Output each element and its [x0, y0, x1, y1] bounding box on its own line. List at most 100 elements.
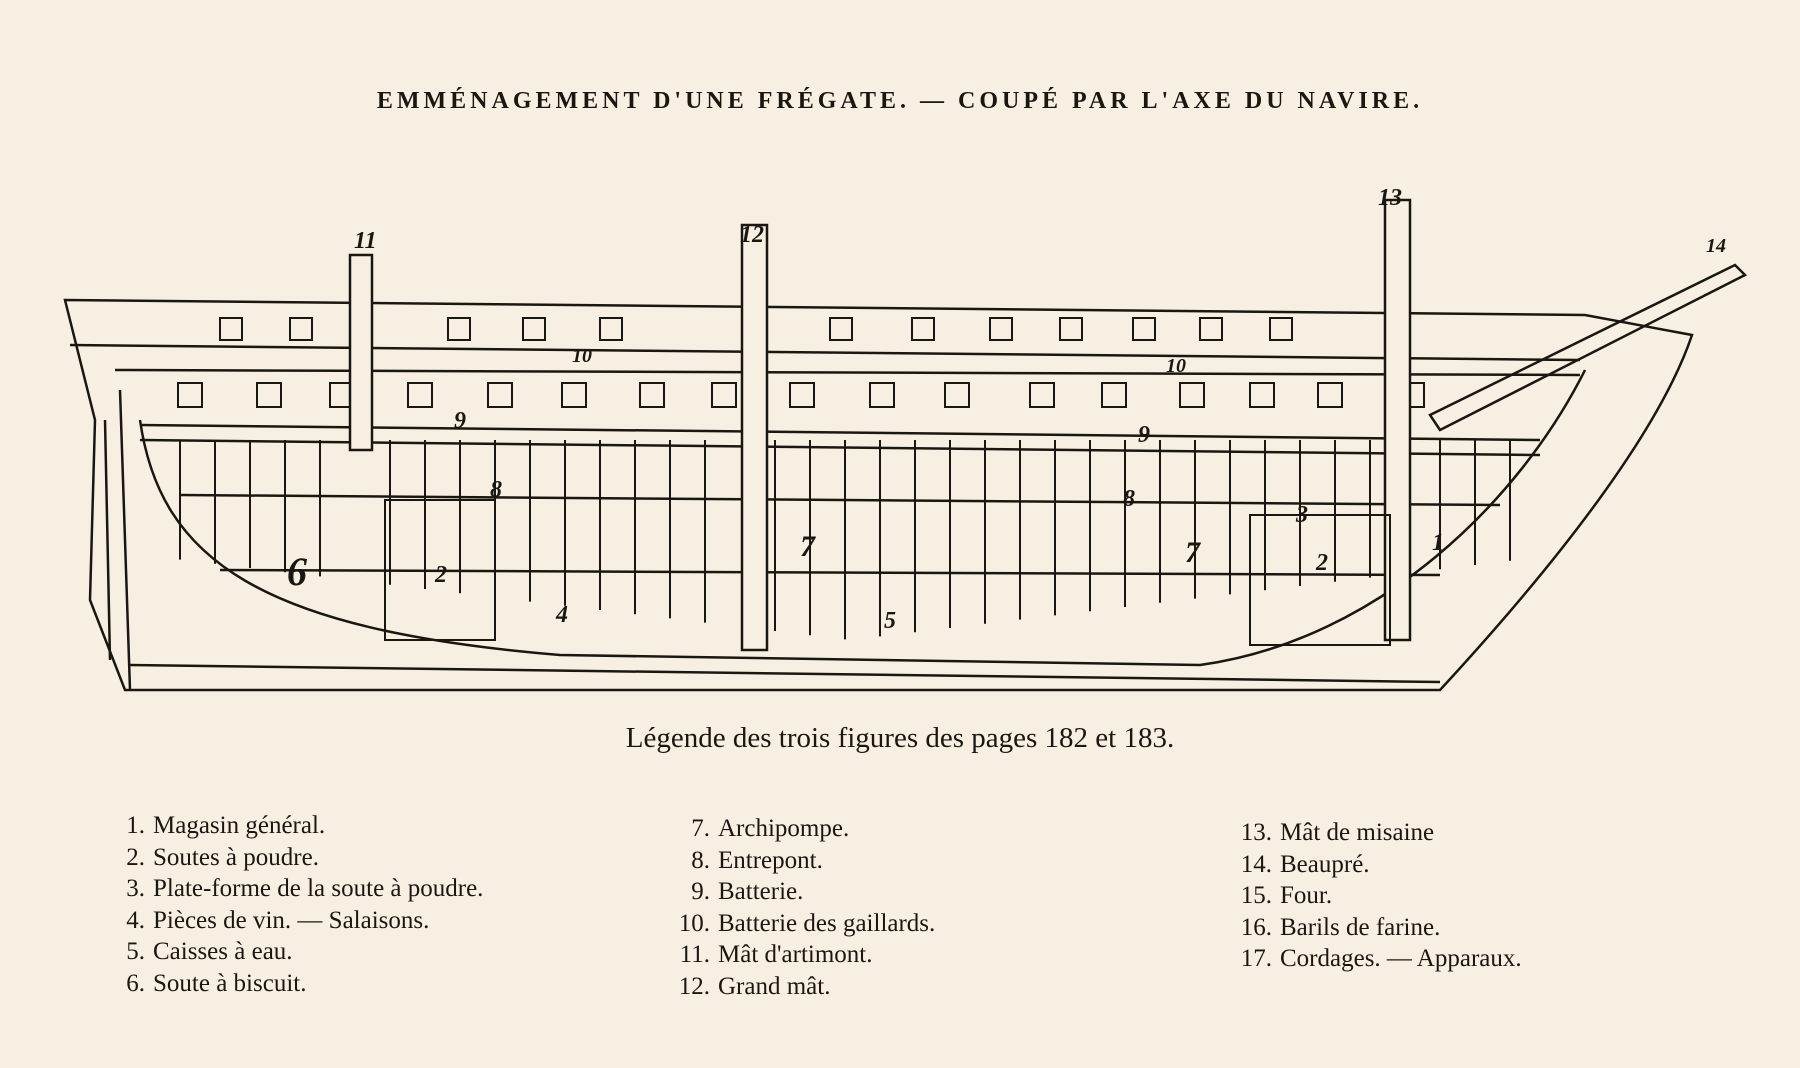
legend-column-1: 1. Magasin général. 2.Soutes à poudre.3. Pl… [105, 810, 483, 999]
legend-item: 14. Beaupré. [1222, 849, 1522, 881]
diagram-label-2b: 2 [1315, 550, 1328, 576]
diagram-label-9a: 9 [454, 408, 466, 434]
legend-item: 10.Batterie des gaillards. [660, 908, 936, 940]
legend-item-number: 6. [126, 969, 145, 997]
hold-line [219, 568, 1441, 577]
page-title: EMMÉNAGEMENT D'UNE FRÉGATE. — COUPÉ PAR … [376, 88, 1424, 114]
gun-port-battery [487, 382, 513, 408]
gun-port-upper [1269, 317, 1293, 341]
gun-port-battery [944, 382, 970, 408]
gun-port-upper [989, 317, 1013, 341]
gun-port-battery [869, 382, 895, 408]
gun-port-battery [1317, 382, 1343, 408]
legend-item: 11.Mât d'artimont. [660, 939, 935, 971]
gun-port-battery [1249, 382, 1275, 408]
legend-item: 13. Mât de misaine [1222, 817, 1522, 849]
legend-item-text: Mât de misaine [1280, 819, 1435, 846]
diagram-label-6: 6 [287, 549, 307, 594]
gun-port-battery [407, 382, 433, 408]
legend-item-number: 5. [126, 938, 145, 965]
diagram-label-13: 13 [1378, 185, 1402, 211]
legend-item-text: Beaupré. [1280, 850, 1370, 878]
gun-port-upper [289, 317, 313, 341]
legend-item-number: 14. [1240, 850, 1272, 878]
mast-12 [740, 223, 769, 652]
diagram-label-10a: 10 [572, 345, 592, 367]
diagram-label-10b: 10 [1166, 355, 1186, 377]
legend-item-number: 9. [691, 878, 710, 905]
diagram-label-12: 12 [740, 222, 764, 248]
legend-item-number: 8. [691, 846, 710, 874]
legend-item: 16.Barils de farine. [1222, 912, 1522, 944]
gun-port-upper [829, 317, 853, 341]
legend-column-2: 7.Archipompe.8.Entrepont.9.Batterie.10.B… [660, 813, 936, 1003]
legend-item-text: Plate-forme de la soute à poudre. [153, 875, 484, 902]
legend-item-text: Entrepont. [718, 846, 823, 874]
legend-item: 1. Magasin général. [105, 810, 483, 842]
gun-port-upper [219, 317, 243, 341]
legend-item-text: Cordages. — Apparaux. [1280, 945, 1522, 972]
legend-item-text: Batterie. [718, 878, 804, 905]
orlop-deck-line [179, 493, 1501, 507]
legend-item-number: 1. [126, 812, 145, 839]
sternpost [103, 389, 132, 691]
legend-item: 9. Batterie. [660, 876, 935, 908]
mast-13 [1383, 198, 1412, 642]
legend-item-number: 12. [678, 972, 710, 1000]
gun-port-upper [1132, 317, 1156, 341]
diagram-label-14: 14 [1706, 235, 1726, 257]
diagram-label-3: 3 [1295, 502, 1308, 528]
legend-item: 12. Grand mât. [660, 971, 935, 1003]
gun-port-upper [599, 317, 623, 341]
legend-item: 6. Soute à biscuit. [105, 968, 483, 1000]
diagram-label-9b: 9 [1138, 422, 1150, 448]
legend-item-number: 15. [1240, 882, 1272, 909]
legend-item-number: 13. [1240, 819, 1272, 846]
legend-item-number: 3. [126, 875, 145, 902]
gun-port-upper [447, 317, 471, 341]
legend-item-number: 7. [691, 815, 710, 842]
legend-item: 15. Four. [1222, 880, 1522, 912]
diagram-label-11: 11 [354, 228, 377, 254]
gun-deck-line [139, 438, 1541, 457]
battery-deck-line [139, 423, 1541, 442]
legend-item-text: Batterie des gaillards. [718, 909, 936, 937]
keel-line [129, 663, 1441, 684]
diagram-label-7a: 7 [800, 530, 816, 563]
hull-outline [63, 298, 1694, 692]
diagram-label-8a: 8 [490, 477, 502, 503]
legend-item-number: 16. [1240, 913, 1272, 941]
legend-item-text: Four. [1280, 882, 1333, 909]
gun-port-battery [1029, 382, 1055, 408]
legend-item-text: Grand mât. [718, 972, 831, 1000]
legend-item-text: Pièces de vin. — Salaisons. [153, 906, 430, 934]
gun-port-battery [256, 382, 282, 408]
mast-11 [348, 253, 374, 452]
quarter-deck-line [114, 368, 1581, 377]
diagram-label-4: 4 [555, 602, 568, 628]
diagram-label-1: 1 [1432, 530, 1444, 556]
legend-item: 4.Pièces de vin. — Salaisons. [105, 905, 483, 937]
legend-heading: Légende des trois figures des pages 182 … [625, 722, 1175, 754]
diagram-label-2a: 2 [434, 562, 447, 588]
diagram-label-5: 5 [884, 608, 896, 634]
legend-item-text: Magasin général. [153, 812, 326, 839]
gun-port-battery [561, 382, 587, 408]
diagram-label-7b: 7 [1185, 536, 1201, 569]
gun-port-battery [639, 382, 665, 408]
legend-item: 2.Soutes à poudre. [105, 842, 483, 874]
gun-port-battery [177, 382, 203, 408]
legend-item-number: 17. [1240, 945, 1272, 972]
gun-port-battery [1101, 382, 1127, 408]
legend-item: 5.Caisses à eau. [105, 936, 483, 968]
powder-room-aft [384, 499, 496, 641]
gun-port-upper [522, 317, 546, 341]
gun-port-upper [911, 317, 935, 341]
legend-item-text: Mât d'artimont. [718, 941, 873, 968]
gun-port-upper [1059, 317, 1083, 341]
powder-room-fore [1249, 514, 1391, 646]
legend-item-text: Soutes à poudre. [153, 843, 319, 871]
legend-column-3: 13. Mât de misaine 14. Beaupré. 15. Four. 16.B… [1222, 817, 1522, 975]
legend-item-text: Soute à biscuit. [153, 969, 307, 997]
